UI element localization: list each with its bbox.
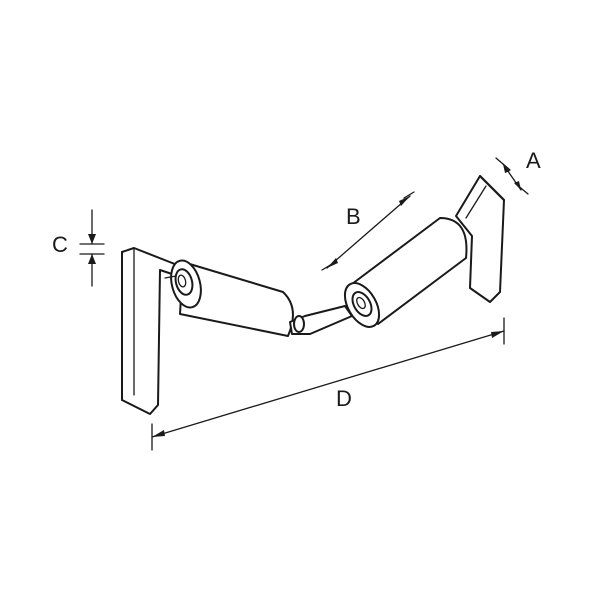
dimension-label-a: A xyxy=(526,148,541,173)
dimension-label-d: D xyxy=(336,386,352,411)
left-bracket-plate xyxy=(121,247,191,415)
right-bracket-plate xyxy=(455,175,505,303)
right-roller xyxy=(343,217,468,328)
left-roller xyxy=(164,259,294,337)
dimension-a: A xyxy=(495,148,541,195)
dimension-d: D xyxy=(151,317,505,451)
dimension-label-c: C xyxy=(52,232,68,257)
dimension-label-b: B xyxy=(346,204,361,229)
dimension-b: B xyxy=(321,191,415,271)
connecting-shaft xyxy=(289,305,353,335)
dimension-c: C xyxy=(52,209,105,287)
